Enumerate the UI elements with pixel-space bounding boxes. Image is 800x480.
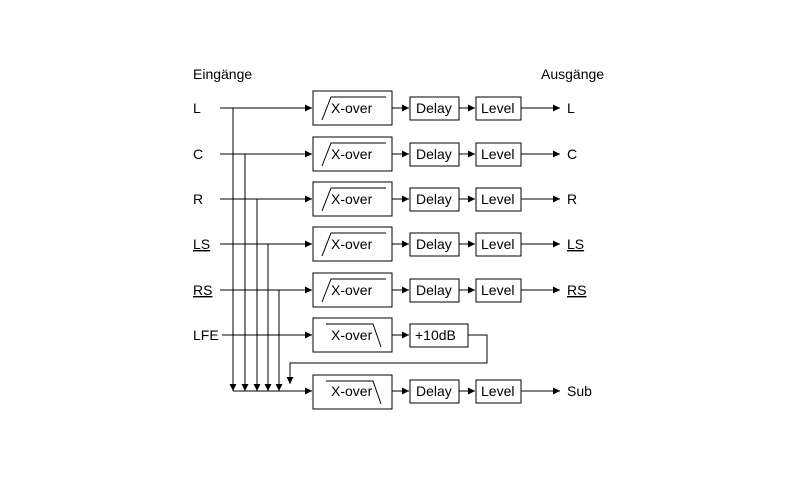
delay-block-sub: Delay (409, 379, 460, 404)
xover-highpass-block-rs: X-over (312, 272, 393, 308)
level-block-c: Level (475, 142, 522, 167)
level-label: Level (481, 100, 514, 116)
xover-highpass-block-c: X-over (312, 136, 393, 172)
level-block-rs: Level (475, 278, 522, 303)
level-label: Level (481, 191, 514, 207)
delay-block-ls: Delay (409, 232, 460, 257)
xover-highpass-block-l: X-over (312, 90, 393, 126)
output-label-l: L (567, 100, 575, 116)
xover-label: X-over (331, 146, 373, 162)
level-label: Level (481, 146, 514, 162)
xover-label: X-over (331, 100, 373, 116)
output-label-c: C (567, 146, 577, 162)
level-block-l: Level (475, 96, 522, 121)
level-block-sub: Level (475, 379, 522, 404)
input-label-c: C (193, 146, 203, 162)
input-label-rs: RS (193, 282, 212, 298)
level-block-ls: Level (475, 232, 522, 257)
input-label-ls: LS (193, 236, 210, 252)
xover-label: X-over (331, 383, 373, 399)
xover-lowpass-block-lfe: X-over (312, 317, 393, 353)
delay-label: Delay (416, 236, 452, 252)
xover-lowpass-block-sub: X-over (312, 374, 393, 410)
delay-label: Delay (416, 282, 452, 298)
xover-label: X-over (331, 282, 373, 298)
input-label-r: R (193, 191, 203, 207)
output-label-r: R (567, 191, 577, 207)
output-label-sub: Sub (567, 383, 592, 399)
lfe-feedback-wire (286, 334, 488, 384)
delay-label: Delay (416, 100, 452, 116)
inputs-header: Eingänge (193, 66, 252, 82)
level-label: Level (481, 383, 514, 399)
level-label: Level (481, 282, 514, 298)
xover-label: X-over (331, 236, 373, 252)
input-label-lfe: LFE (193, 327, 219, 343)
boost-block-lfe: +10dB (409, 323, 469, 348)
level-label: Level (481, 236, 514, 252)
xover-label: X-over (331, 327, 373, 343)
level-block-r: Level (475, 187, 522, 212)
delay-block-rs: Delay (409, 278, 460, 303)
delay-label: Delay (416, 383, 452, 399)
boost-label: +10dB (415, 327, 456, 343)
input-label-l: L (193, 100, 201, 116)
xover-highpass-block-r: X-over (312, 181, 393, 217)
xover-label: X-over (331, 191, 373, 207)
output-label-ls: LS (567, 236, 584, 252)
delay-block-c: Delay (409, 142, 460, 167)
delay-block-l: Delay (409, 96, 460, 121)
outputs-header: Ausgänge (541, 66, 604, 82)
delay-label: Delay (416, 146, 452, 162)
output-label-rs: RS (567, 282, 586, 298)
delay-label: Delay (416, 191, 452, 207)
delay-block-r: Delay (409, 187, 460, 212)
xover-highpass-block-ls: X-over (312, 226, 393, 262)
